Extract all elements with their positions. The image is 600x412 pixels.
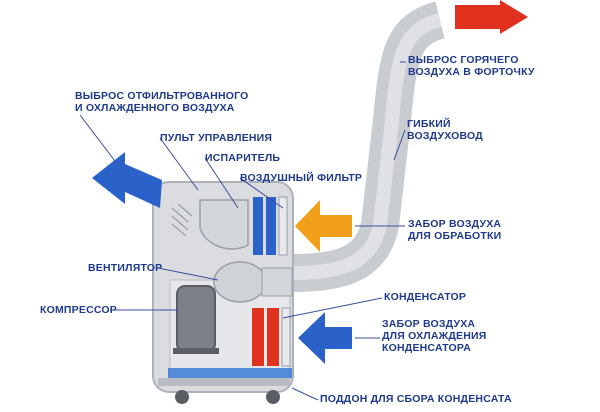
control-panel-label-text: ПУЛЬТ УПРАВЛЕНИЯ: [160, 132, 273, 144]
intake-cooling-label-line3: КОНДЕНСАТОРА: [382, 342, 471, 354]
upper-fan-housing: [199, 199, 249, 250]
control-panel-label: ПУЛЬТ УПРАВЛЕНИЯ: [160, 132, 272, 144]
evaporator-coil-2: [266, 197, 276, 255]
drip-tray-label: ПОДДОН ДЛЯ СБОРА КОНДЕНСАТА: [320, 393, 512, 405]
filtered-exhaust-label: ВЫБРОС ОТФИЛЬТРОВАННОГО И ОХЛАЖДЕННОГО В…: [75, 90, 249, 114]
hot-exhaust-label-line1: ВЫБРОС ГОРЯЧЕГО: [408, 54, 519, 66]
drip-tray-base: [158, 378, 290, 386]
fan-label: ВЕНТИЛЯТОР: [88, 262, 162, 274]
compressor-label: КОМПРЕССОР: [40, 304, 117, 316]
intake-cooling-label-line2: ДЛЯ ОХЛАЖДЕНИЯ: [382, 330, 487, 342]
cooled-air-arrow: [92, 152, 162, 208]
intake-process-label-line2: ДЛЯ ОБРАБОТКИ: [408, 230, 502, 242]
intake-cooling-label: ЗАБОР ВОЗДУХА ДЛЯ ОХЛАЖДЕНИЯ КОНДЕНСАТОР…: [382, 318, 486, 354]
intake-cooling-arrow: [298, 312, 352, 364]
evaporator-label-text: ИСПАРИТЕЛЬ: [205, 152, 281, 164]
wheel-left: [175, 390, 189, 404]
fan-duct: [261, 267, 293, 297]
condenser-frame: [281, 307, 291, 367]
filtered-exhaust-label-line1: ВЫБРОС ОТФИЛЬТРОВАННОГО: [75, 90, 249, 102]
compressor-base: [173, 348, 219, 354]
fan: [213, 261, 267, 303]
intake-cooling-label-line1: ЗАБОР ВОЗДУХА: [382, 318, 476, 330]
leader-lines: [79, 61, 406, 401]
fan-label-text: ВЕНТИЛЯТОР: [88, 262, 163, 274]
filtered-exhaust-label-line2: И ОХЛАЖДЕННОГО ВОЗДУХА: [75, 102, 235, 114]
drip-tray-label-text: ПОДДОН ДЛЯ СБОРА КОНДЕНСАТА: [320, 393, 512, 405]
evaporator-coil: [253, 197, 263, 255]
flexible-duct-label-line1: ГИБКИЙ: [407, 118, 451, 130]
hot-exhaust-label: ВЫБРОС ГОРЯЧЕГО ВОЗДУХА В ФОРТОЧКУ: [408, 54, 535, 78]
drip-tray: [168, 368, 292, 378]
air-filter: [278, 196, 288, 256]
air-filter-label-text: ВОЗДУШНЫЙ ФИЛЬТР: [240, 172, 363, 184]
flexible-duct-label: ГИБКИЙ ВОЗДУХОВОД: [407, 118, 483, 142]
condenser-label: КОНДЕНСАТОР: [384, 291, 466, 303]
compressor-label-text: КОМПРЕССОР: [40, 304, 117, 316]
control-panel-vents: [171, 203, 193, 237]
hot-exhaust-arrow: [455, 0, 528, 34]
hot-exhaust-label-line2: ВОЗДУХА В ФОРТОЧКУ: [408, 66, 535, 78]
intake-process-arrow: [295, 200, 352, 252]
intake-process-label: ЗАБОР ВОЗДУХА ДЛЯ ОБРАБОТКИ: [408, 218, 501, 242]
flexible-duct-highlight: [291, 13, 442, 280]
condenser-coil: [252, 308, 264, 366]
intake-process-label-line1: ЗАБОР ВОЗДУХА: [408, 218, 502, 230]
condenser-label-text: КОНДЕНСАТОР: [384, 291, 467, 303]
compressor: [176, 285, 216, 353]
wheel-right: [266, 390, 280, 404]
condenser-coil-2: [267, 308, 279, 366]
evaporator-label: ИСПАРИТЕЛЬ: [205, 152, 280, 164]
flexible-duct-label-line2: ВОЗДУХОВОД: [407, 130, 483, 142]
air-filter-label: ВОЗДУШНЫЙ ФИЛЬТР: [240, 172, 362, 184]
